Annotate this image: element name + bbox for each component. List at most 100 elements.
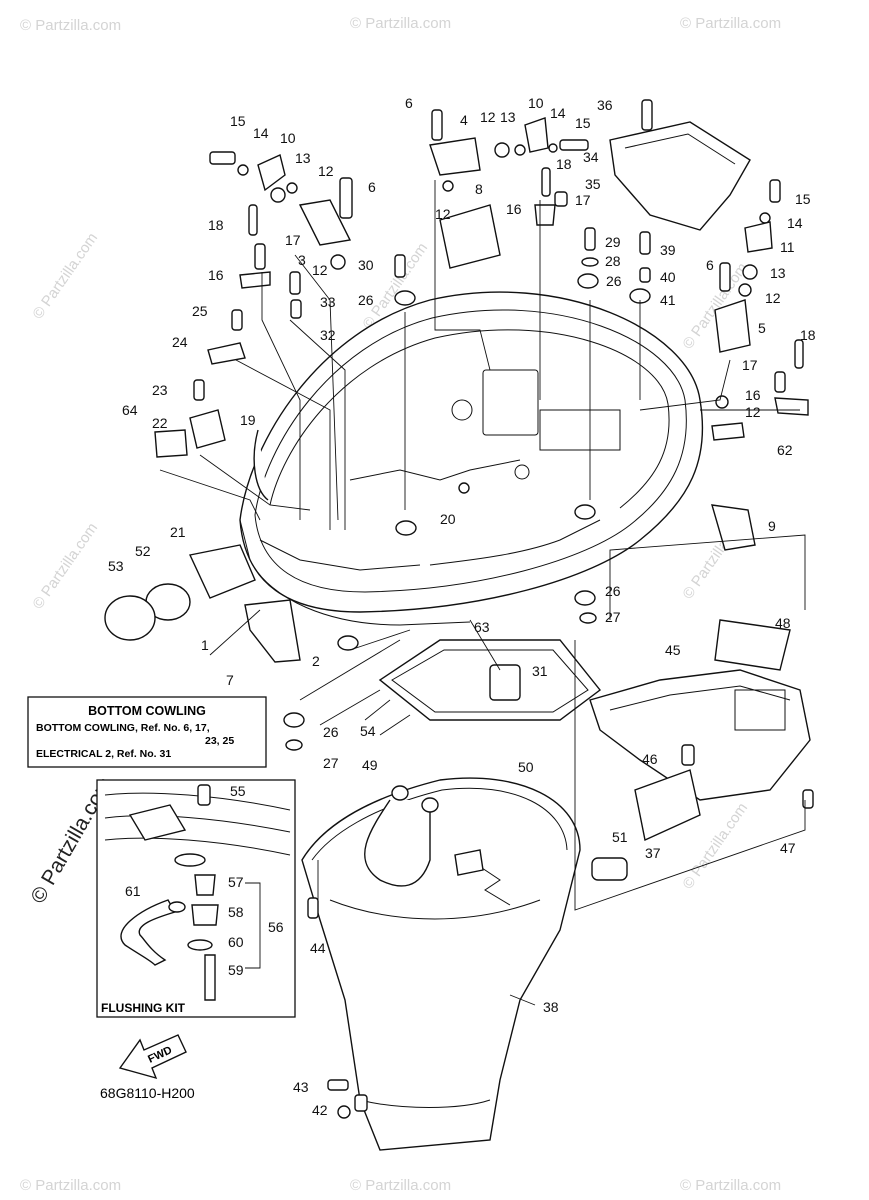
watermark: © Partzilla.com [29,520,101,613]
callout: 17 [575,192,591,208]
watermark: © Partzilla.com [680,15,781,32]
callout: 64 [122,402,138,418]
callout: 4 [460,112,468,128]
callout: 44 [310,940,326,956]
watermark: © Partzilla.com [20,17,121,34]
callout: 59 [228,962,244,978]
leader-lines [159,180,806,1006]
callout: 26 [323,724,339,740]
callout: 37 [645,845,661,861]
callout: 53 [108,558,124,574]
callout: 51 [612,829,628,845]
callout: 6 [405,95,413,111]
callout: 27 [605,609,621,625]
callout: 1 [201,637,209,653]
callout: 60 [228,934,244,950]
callout: 33 [320,294,336,310]
callout: 7 [226,672,234,688]
watermark: © Partzilla.com [350,15,451,32]
callout: 17 [742,357,758,373]
callout: 10 [280,130,296,146]
callout: 16 [745,387,761,403]
watermark: © Partzilla.com [350,1177,451,1194]
callout: 12 [435,206,451,222]
callout: 28 [605,253,621,269]
callout: 45 [665,642,681,658]
callout: 39 [660,242,676,258]
callout: 5 [758,320,766,336]
callout: 57 [228,874,244,890]
callout: 14 [253,125,269,141]
callout: 50 [518,759,534,775]
callout: 12 [745,404,761,420]
lower-apron-part [301,777,581,1151]
callout: 18 [208,217,224,233]
callout: 3 [298,252,306,268]
callout: 15 [230,113,246,129]
callout: 12 [480,109,496,125]
callout: 56 [268,919,284,935]
callout: 63 [474,619,490,635]
callout: 46 [642,751,658,767]
callout: 13 [295,150,311,166]
callout: 36 [597,97,613,113]
flushing-kit-title: FLUSHING KIT [101,1001,186,1015]
callout: 16 [506,201,522,217]
callout: 6 [368,179,376,195]
callout: 49 [362,757,378,773]
callout: 41 [660,292,676,308]
watermark: © Partzilla.com [29,230,101,323]
callout: 9 [768,518,776,534]
callout: 6 [706,257,714,273]
info-box-title: BOTTOM COWLING [88,704,206,718]
info-box-line: BOTTOM COWLING, Ref. No. 6, 17, [36,722,210,734]
callout: 14 [550,105,566,121]
callout: 54 [360,723,376,739]
callout: 13 [500,109,516,125]
callout: 30 [358,257,374,273]
callout: 2 [312,653,320,669]
bottom-cowling-part [239,291,704,626]
callout: 29 [605,234,621,250]
flushing-kit-box: FLUSHING KIT [96,779,296,1018]
callout: 18 [556,156,572,172]
callout: 14 [787,215,803,231]
callout: 27 [323,755,339,771]
callout: 24 [172,334,188,350]
callout: 43 [293,1079,309,1095]
callout: 16 [208,267,224,283]
callout: 61 [125,883,141,899]
callout: 26 [606,273,622,289]
callout: 58 [228,904,244,920]
callout: 15 [575,115,591,131]
small-parts [104,99,814,1119]
callout: 11 [780,239,795,255]
callout: 17 [285,232,301,248]
callout: 12 [312,262,328,278]
callout: 26 [605,583,621,599]
callout: 13 [770,265,786,281]
callout: 40 [660,269,676,285]
watermark: © Partzilla.com [680,1177,781,1194]
callout: 38 [543,999,559,1015]
callout: 12 [765,290,781,306]
info-box: BOTTOM COWLING BOTTOM COWLING, Ref. No. … [27,696,267,768]
callout: 31 [532,663,548,679]
callout: 32 [320,327,336,343]
callout: 26 [358,292,374,308]
callout: 22 [152,415,168,431]
callout: 21 [170,524,186,540]
callout: 52 [135,543,151,559]
callout: 55 [230,783,246,799]
callout: 20 [440,511,456,527]
callout: 34 [583,149,599,165]
callout: 62 [777,442,793,458]
callout: 42 [312,1102,328,1118]
callout: 35 [585,176,601,192]
diagram-code: 68G8110-H200 [100,1085,195,1101]
callout: 8 [475,181,483,197]
callout: 10 [528,95,544,111]
info-box-line: 23, 25 [205,735,234,747]
info-box-line: ELECTRICAL 2, Ref. No. 31 [36,748,171,760]
